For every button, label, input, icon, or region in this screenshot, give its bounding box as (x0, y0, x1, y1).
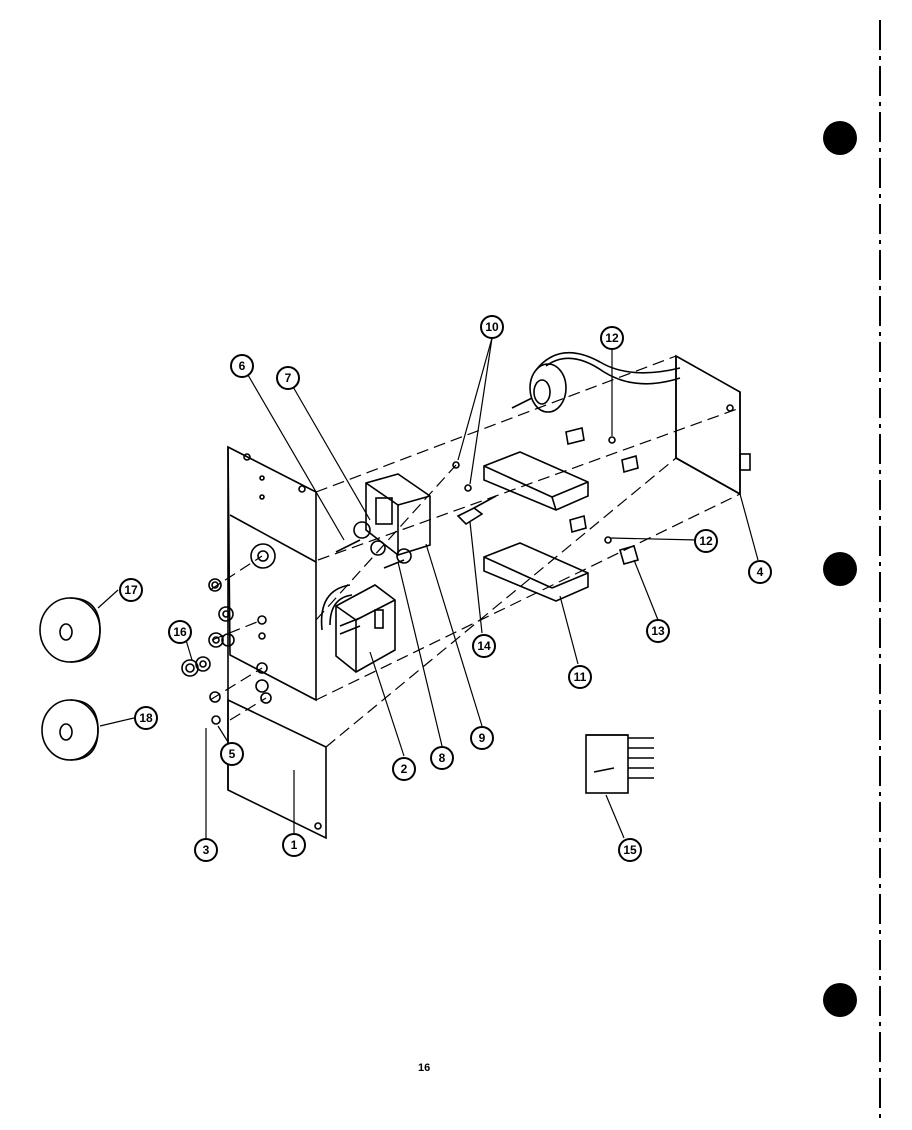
callout-10-label: 10 (485, 320, 499, 334)
callout-9: 9 (470, 726, 494, 750)
binder-hole-middle (823, 552, 857, 586)
callout-3: 3 (194, 838, 218, 862)
callout-18: 18 (134, 706, 158, 730)
callout-7-label: 7 (285, 371, 292, 385)
assembly-lines (209, 355, 741, 748)
callout-18-label: 18 (139, 711, 153, 725)
callout-8: 8 (430, 746, 454, 770)
callout-12-upper-label: 12 (605, 331, 619, 345)
callout-10: 10 (480, 315, 504, 339)
knob-17 (39, 597, 101, 663)
binder-hole-top (823, 121, 857, 155)
callout-4: 4 (748, 560, 772, 584)
callout-1: 1 (282, 833, 306, 857)
callout-9-label: 9 (479, 731, 486, 745)
callout-13-label: 13 (651, 624, 665, 638)
leader-lines (97, 337, 759, 839)
front-panel (227, 445, 317, 702)
knob-18 (41, 699, 99, 761)
callout-1-label: 1 (291, 838, 298, 852)
callout-2: 2 (392, 757, 416, 781)
callout-5-label: 5 (229, 747, 236, 761)
callout-3-label: 3 (203, 843, 210, 857)
callout-12-lower-label: 12 (699, 534, 713, 548)
callout-16-label: 16 (173, 625, 187, 639)
binder-hole-bottom (823, 983, 857, 1017)
callout-11: 11 (568, 665, 592, 689)
callout-4-label: 4 (757, 565, 764, 579)
line-art (39, 351, 751, 840)
callout-7: 7 (276, 366, 300, 390)
callout-17: 17 (119, 578, 143, 602)
callout-6-label: 6 (239, 359, 246, 373)
callout-15: 15 (618, 838, 642, 862)
callout-15-label: 15 (623, 843, 637, 857)
callout-14: 14 (472, 634, 496, 658)
callout-5: 5 (220, 742, 244, 766)
callout-16: 16 (168, 620, 192, 644)
front-panel-lower (227, 698, 327, 840)
page-number: 16 (418, 1062, 431, 1074)
callout-13: 13 (646, 619, 670, 643)
callouts: 1 2 3 4 5 6 7 8 9 10 11 12 12 13 14 15 1… (119, 315, 772, 862)
callout-14-label: 14 (477, 639, 491, 653)
callout-8-label: 8 (439, 751, 446, 765)
callout-11-label: 11 (574, 670, 587, 684)
callout-12-upper: 12 (600, 326, 624, 350)
callout-2-label: 2 (401, 762, 408, 776)
callout-6: 6 (230, 354, 254, 378)
callout-17-label: 17 (124, 583, 138, 597)
callout-12-lower: 12 (694, 529, 718, 553)
